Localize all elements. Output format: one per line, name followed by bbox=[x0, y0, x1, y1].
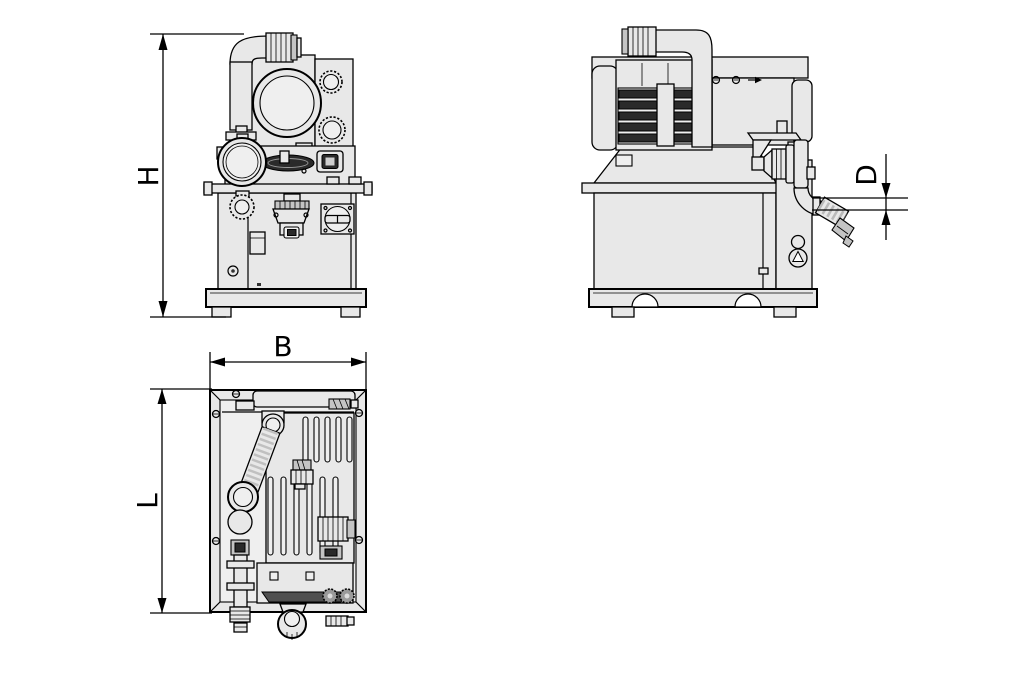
foot bbox=[211, 306, 232, 318]
arrowhead-right bbox=[351, 357, 366, 367]
dim-label-height: H bbox=[132, 165, 165, 186]
terminal-block bbox=[290, 459, 314, 490]
bottom-port bbox=[277, 603, 307, 640]
dimension-width: B bbox=[209, 330, 367, 390]
handle-cutout bbox=[734, 293, 762, 308]
lower-plate bbox=[256, 562, 354, 604]
latch bbox=[249, 231, 266, 255]
arrowhead-down bbox=[158, 301, 168, 317]
dimension-length: L bbox=[131, 388, 212, 614]
handle-cutout bbox=[631, 293, 659, 308]
pipe-coupling bbox=[265, 32, 294, 63]
adjustment-knobs[interactable] bbox=[322, 588, 355, 604]
shelf bbox=[203, 176, 373, 196]
suction-inlet-lid bbox=[216, 133, 290, 187]
indicator bbox=[790, 234, 806, 250]
screw-head bbox=[227, 265, 239, 277]
drain-hose bbox=[793, 187, 855, 248]
side-view: D bbox=[581, 26, 908, 318]
suction-hose bbox=[227, 410, 285, 513]
arrowhead-up bbox=[157, 389, 167, 404]
foot bbox=[340, 306, 361, 318]
arrowhead-left bbox=[210, 357, 225, 367]
foot bbox=[611, 306, 635, 318]
dim-label-width: B bbox=[273, 330, 292, 363]
tank bbox=[593, 192, 777, 290]
dim-label-length: L bbox=[131, 493, 164, 509]
main-switch[interactable] bbox=[320, 203, 355, 235]
base-frame bbox=[205, 288, 367, 318]
power-connector bbox=[272, 193, 310, 239]
side-machine bbox=[581, 26, 855, 318]
foot bbox=[773, 306, 797, 318]
front-machine bbox=[203, 32, 373, 318]
bottom-connector bbox=[325, 615, 355, 627]
drain-valve bbox=[226, 539, 255, 633]
dim-label-outlet-offset: D bbox=[850, 164, 883, 186]
panel-symbols bbox=[711, 75, 762, 85]
outlet-flange bbox=[746, 120, 816, 189]
cable-gland bbox=[317, 516, 356, 560]
dimension-outlet-offset: D bbox=[812, 154, 908, 240]
drain-fitting bbox=[229, 190, 255, 220]
port-circle bbox=[227, 509, 253, 535]
pipe-coupling bbox=[627, 26, 657, 57]
exhaust-elbow bbox=[621, 26, 713, 148]
top-machine bbox=[209, 389, 367, 640]
arrowhead-up bbox=[158, 34, 168, 50]
arrowhead-down bbox=[157, 598, 167, 613]
front-view: H bbox=[132, 32, 373, 318]
base-frame bbox=[588, 288, 818, 318]
dimension-height: H bbox=[132, 33, 244, 318]
arrowhead-up bbox=[881, 210, 891, 225]
arrowhead-down bbox=[881, 183, 891, 198]
cable-connector bbox=[328, 398, 351, 410]
top-view: B L bbox=[131, 330, 367, 640]
